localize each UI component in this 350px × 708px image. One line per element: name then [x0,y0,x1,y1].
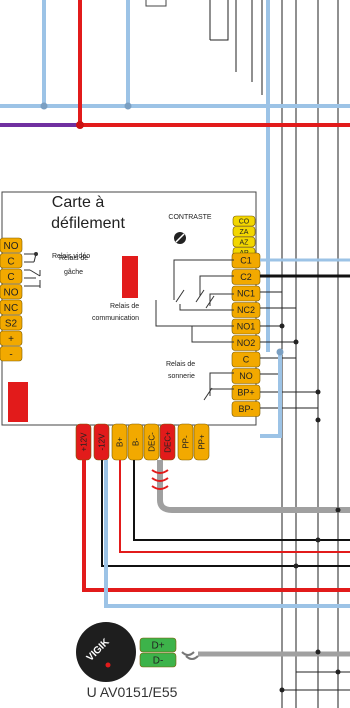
relay-symbols [24,252,234,401]
right-terminal-7 [231,368,261,384]
left-terminal-block: NO CC NO NC S2 + - [0,237,23,362]
right-terminal-wires [260,258,350,409]
bottom-terminal-7 [193,423,210,461]
right-junctions [279,323,321,423]
small-terminal-1-label: ZA [240,229,249,236]
vigik-terminals: D+ D- [139,637,177,668]
blue-wires-top [0,0,350,352]
twisted-pair [151,469,169,490]
bottom-terminal-1-label: -12V [98,433,107,451]
relais-comm-label-1: Relais de [110,303,139,310]
right-terminal-9 [231,401,261,417]
right-terminal-6-label: C [243,355,250,365]
bottom-terminal-4-label: DEC- [148,432,157,452]
top-box [145,0,167,7]
lower-junctions [279,507,341,693]
right-terminal-5 [231,335,261,351]
bottom-terminal-0-label: +12V [80,432,89,452]
bottom-terminal-2-label: B+ [116,437,125,447]
bottom-terminal-5-label: DEC+ [164,431,173,453]
relais-comm-label-2: communication [92,315,139,322]
contrast-knob-slot [175,233,185,243]
right-terminal-9-label: BP- [238,404,253,414]
blue-junctions [40,102,132,110]
vigik-led [105,662,111,668]
bottom-terminal-3-label: B- [132,438,141,446]
right-terminal-1-label: C2 [240,272,252,282]
right-terminal-4-label: NO1 [237,322,256,332]
red-component-2 [8,382,28,422]
right-blue-wire [260,352,282,438]
bottom-terminal-6 [177,423,194,461]
left-terminal-7-label: - [9,349,12,360]
left-terminal-2 [0,268,23,284]
bottom-terminal-7-label: PP+ [198,434,207,450]
small-terminal-2-label: AZ [240,239,250,246]
left-terminal-7 [0,346,23,362]
blue-right-junction [276,348,284,356]
relais-gache-label-2: gâche [64,269,83,276]
right-terminal-5-label: NO2 [237,338,256,348]
right-terminal-6 [231,351,261,368]
twisted-pair-vigik [181,651,199,660]
board-title-line1: Carte à [51,194,105,211]
left-terminal-6 [0,330,23,346]
bottom-terminal-3 [127,423,144,461]
small-terminal-0 [232,215,256,227]
left-terminal-5 [0,315,23,331]
vigik-terminal-0 [139,637,177,653]
right-terminal-8-label: BP+ [237,388,254,398]
left-terminal-1-label: C [7,256,14,267]
relais-gache-label-1: Relais de [59,255,88,262]
relais-sonnerie-label-2: sonnerie [168,373,195,380]
left-terminal-4 [0,299,23,315]
red-component-1 [122,256,138,298]
left-terminal-2-label: C [7,272,14,283]
right-terminal-2-label: NC1 [237,289,255,299]
left-terminal-6-label: + [8,334,14,345]
left-terminal-3 [0,284,23,300]
relais-sonnerie-label-1: Relais de [166,361,195,368]
left-terminal-4-label: NC [4,303,18,314]
vigik-terminal-0-label: D+ [151,641,164,652]
red-junction [76,121,84,129]
small-terminal-1 [232,226,256,237]
left-terminal-1 [0,253,23,269]
bottom-terminal-4 [143,423,160,461]
red-purple-bus [0,0,350,127]
vigik-reader [76,622,136,682]
board-title-line2: défilement [51,215,125,232]
right-terminal-3-label: NC2 [237,305,255,315]
bottom-wires [82,460,350,657]
bottom-terminal-block: +12V -12V B+ B- DEC- DEC+ PP- PP+ [75,423,210,461]
relais-video-label: Relais vidéo [52,253,90,260]
right-terminal-7-label: NO [239,371,253,381]
reader-caption: U AV0151/E55 [86,684,178,700]
vigik-terminal-1-label: D- [153,656,164,667]
small-terminal-2 [232,236,256,248]
contrast-label: CONTRASTE [168,214,212,221]
small-terminal-0-label: CO [239,218,250,225]
vigik-terminal-1 [139,652,177,668]
left-terminal-5-label: S2 [5,318,18,329]
left-terminal-3-label: NO [4,287,19,298]
right-terminal-0-label: C1 [240,256,252,266]
left-terminal-0 [0,237,23,253]
left-terminal-0-label: NO [4,241,19,252]
bottom-terminal-6-label: PP- [182,435,191,449]
bottom-terminal-5 [159,423,176,461]
